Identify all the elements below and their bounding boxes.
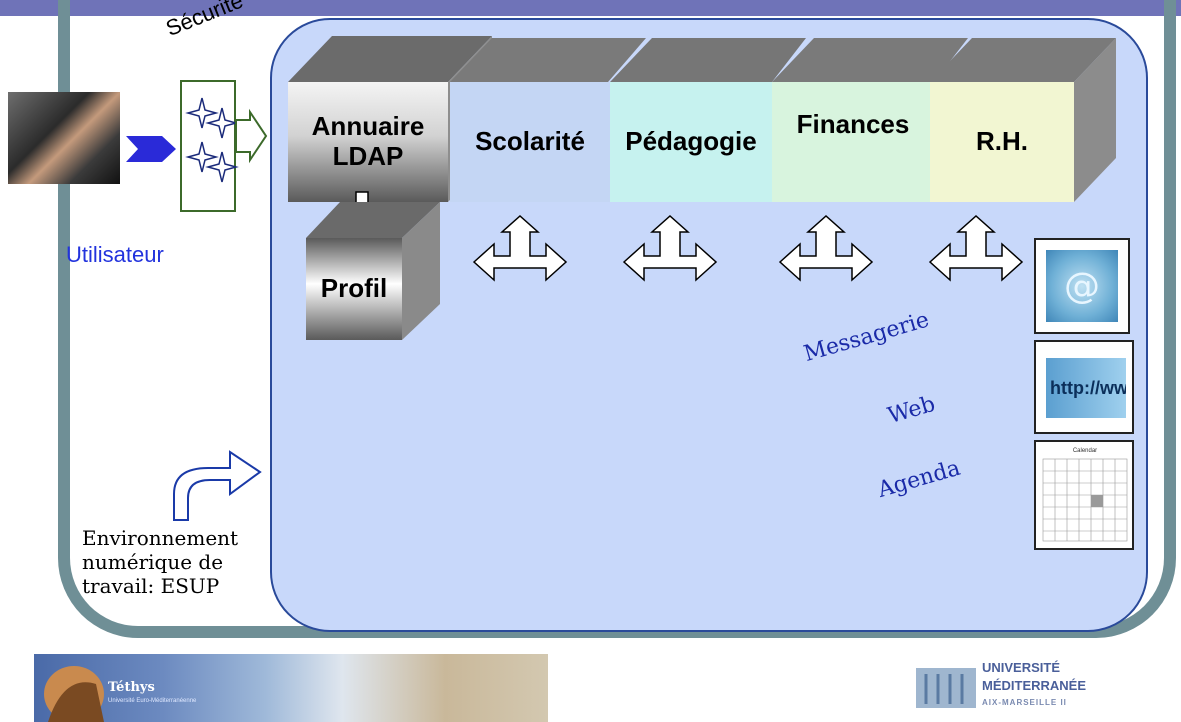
pedagogie-box-label: Pédagogie (610, 82, 772, 202)
web-thumbnail: http://ww (1034, 340, 1134, 434)
finances-box-label: Finances (772, 82, 934, 202)
user-label: Utilisateur (66, 242, 164, 267)
scolarite-box-label: Scolarité (450, 82, 610, 202)
university-emblem-icon (916, 668, 976, 708)
security-stars-icon (185, 97, 268, 183)
rh-box: R.H. (930, 38, 1116, 202)
environment-label: Environnement numérique de travail: ESUP (82, 526, 239, 598)
security-filter-box (180, 80, 236, 212)
ldap-box-label: Annuaire LDAP (288, 82, 448, 202)
university-logo: UNIVERSITÉ MÉDITERRANÉE AIX-MARSEILLE II (912, 656, 1160, 718)
tethys-banner (34, 654, 548, 722)
profil-box-label: Profil (306, 238, 402, 340)
calendar-thumbnail: Calendar (1034, 440, 1134, 550)
curved-arrow-icon (173, 450, 262, 521)
mail-thumbnail: @ (1034, 238, 1130, 334)
university-line-3: AIX-MARSEILLE II (982, 698, 1067, 707)
tethys-figure-icon (44, 666, 104, 722)
http-text: http://ww (1050, 377, 1126, 398)
bidirectional-arrow-icon (928, 214, 1024, 282)
rh-box-label: R.H. (930, 82, 1074, 202)
university-line-2: MÉDITERRANÉE (982, 678, 1087, 693)
university-line-1: UNIVERSITÉ (982, 660, 1061, 675)
title-band (0, 0, 1181, 16)
at-sign-icon: @ (1064, 265, 1100, 307)
profil-box: Profil (306, 202, 440, 340)
bidirectional-arrow-icon (472, 214, 568, 282)
calendar-title: Calendar (1072, 448, 1098, 454)
pedagogie-box: Pédagogie (610, 38, 806, 202)
scolarite-box: Scolarité (450, 38, 646, 202)
bidirectional-arrow-icon (778, 214, 874, 282)
user-arrow-icon (126, 136, 176, 162)
bidirectional-arrow-icon (622, 214, 718, 282)
finances-box: Finances (772, 38, 968, 202)
tethys-title: Téthys (108, 680, 155, 695)
tethys-subtitle: Université Euro-Méditerranéenne (108, 698, 197, 704)
calendar-grid-icon (1042, 458, 1128, 542)
keyboard-photo (8, 92, 120, 184)
